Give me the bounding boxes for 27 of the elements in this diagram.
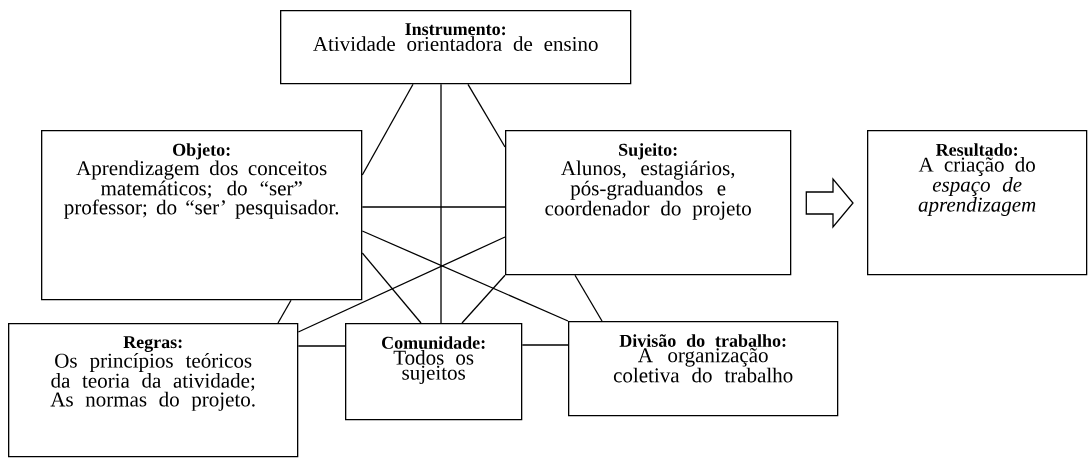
concept-box	[280, 10, 632, 85]
connector-line	[361, 230, 569, 322]
box-text: Comunidade: Todos os sujeitos	[382, 336, 485, 385]
box-text: Resultado: A criação do espaço de aprendizagem	[918, 143, 1036, 217]
block-arrow	[805, 177, 854, 229]
concept-box	[505, 130, 792, 276]
connector-line	[361, 83, 414, 176]
concept-box	[568, 321, 839, 417]
connector-line	[297, 345, 346, 347]
connector-line	[361, 252, 422, 324]
connector-line	[361, 206, 506, 208]
connector-line	[297, 236, 506, 333]
connector-line	[521, 344, 569, 346]
connector-line	[277, 299, 292, 324]
connector-line	[467, 83, 506, 148]
box-text: Objeto: Aprendizagem dos conceitos matemáticos; do “ser” professor; do “ser’ pesquisador.	[64, 143, 339, 219]
box-text: Divisão do trabalho: A organização coletiva do trabalho	[613, 334, 793, 383]
concept-box	[41, 130, 363, 301]
connector-line	[440, 83, 442, 324]
connector-line	[461, 274, 506, 324]
concept-box	[8, 323, 299, 458]
concept-box	[345, 323, 523, 421]
box-text: Sujeito: Alunos, estagiários, pós-graduandos e coordenador do projeto	[545, 143, 751, 220]
box-text: Instrumento: Atividade orientadora de ensino	[313, 23, 598, 51]
connector-line	[574, 274, 603, 322]
concept-box	[867, 130, 1088, 276]
box-text: Regras: Os princípios teóricos da teoria da atividade; As normas do projeto.	[50, 336, 255, 411]
